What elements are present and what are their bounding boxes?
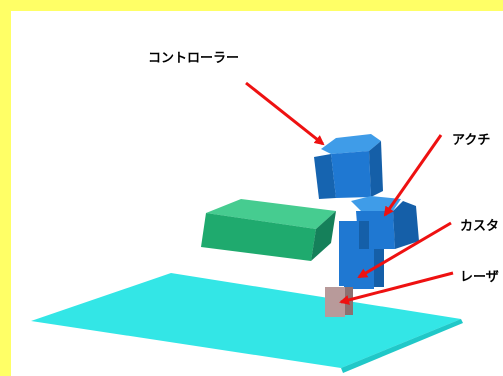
laser-head xyxy=(325,287,353,317)
label-laser: レーザ xyxy=(460,270,499,285)
green-block xyxy=(201,199,336,261)
robot-scene xyxy=(31,81,463,373)
floor-plate xyxy=(31,273,463,373)
label-actuator: アクチ xyxy=(452,133,491,148)
label-custom: カスタ xyxy=(460,219,500,234)
arrow-controller xyxy=(245,81,325,146)
label-controller: コントローラー xyxy=(148,51,240,66)
arrow-laser xyxy=(339,271,454,305)
arrow-custom xyxy=(357,221,452,279)
diagram-panel: コントローラー アクチ カスタ レーザ xyxy=(11,11,503,376)
arrow-actuator xyxy=(383,134,443,217)
